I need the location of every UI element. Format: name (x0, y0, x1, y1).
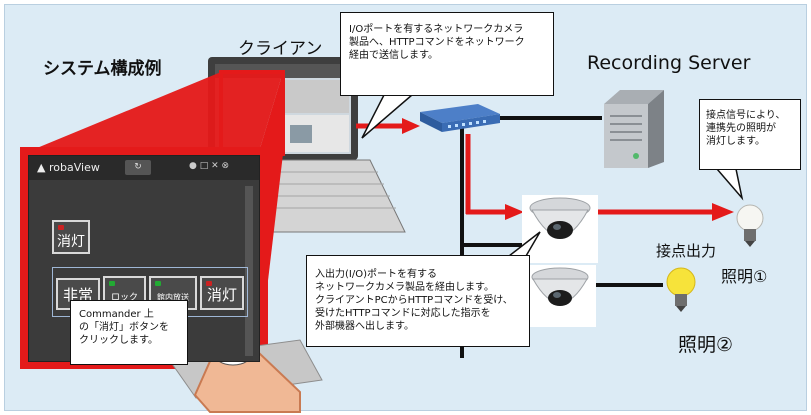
refresh-icon[interactable]: ↻ (125, 160, 151, 175)
network-camera-icon (522, 195, 598, 263)
callout-line: 製品へ、HTTPコマンドをネットワーク (349, 37, 525, 48)
callout-line: 外部機器へ出します。 (315, 321, 414, 332)
callout-line: ネットワークカメラ製品を経由します。 (315, 282, 494, 293)
status-led-icon (206, 281, 212, 286)
router-icon (420, 104, 500, 132)
status-led-icon (155, 281, 161, 286)
callout-line: 接点信号により、 (706, 110, 786, 121)
app-logo-icon: ▲ (37, 161, 46, 174)
bank-button-label: 消灯 (206, 286, 237, 304)
client-label: クライアン (238, 39, 323, 59)
callout-line: I/Oポートを有するネットワークカメラ (349, 24, 524, 35)
roba-view-window: ▲ robaView ↻ ● □ ✕ ⊗ (28, 155, 260, 362)
off-button[interactable]: 消灯 (52, 220, 90, 254)
command-arrows (356, 118, 734, 221)
callout-left: Commander 上 の「消灯」ボタンを クリックします。 (70, 300, 188, 365)
callout-line: 経由で送信します。 (349, 50, 438, 61)
contact-output-label: 接点出力 (656, 242, 717, 260)
light2-label: 照明② (678, 334, 734, 356)
callout-line: クリックします。 (79, 335, 158, 346)
app-titlebar: ▲ robaView ↻ ● □ ✕ ⊗ (29, 156, 259, 180)
callout-line: クライアントPCからHTTPコマンドを受け、 (315, 295, 513, 306)
callout-line: 消灯します。 (706, 136, 765, 147)
bank-button-label: ロック (110, 293, 138, 303)
network-camera-2-icon (524, 265, 596, 327)
callout-right: 接点信号により、 連携先の照明が 消灯します。 (699, 99, 801, 170)
server-icon (604, 90, 664, 168)
callout-line: 入出力(I/O)ポートを有する (315, 269, 437, 280)
off-button-label: 消灯 (57, 234, 85, 250)
app-logo: robaView (49, 161, 100, 174)
bank-button-label: 非常 (62, 286, 93, 304)
page-title: システム構成例 (43, 59, 162, 79)
callout-right-tail (715, 168, 744, 201)
zoom-wedge (20, 72, 283, 155)
callout-line: の「消灯」ボタンを (79, 322, 169, 333)
light1-label: 照明① (721, 267, 768, 286)
callout-line: 受けたHTTPコマンドに対応した指示を (315, 308, 491, 319)
callout-middle: 入出力(I/O)ポートを有する ネットワークカメラ製品を経由します。 クライアン… (306, 255, 530, 347)
status-led-icon (109, 281, 115, 286)
server-label: Recording Server (587, 52, 751, 74)
app-scrollbar[interactable] (245, 186, 253, 356)
window-controls-icon[interactable]: ● □ ✕ ⊗ (189, 161, 230, 171)
status-led-icon (58, 225, 64, 230)
callout-line: 連携先の照明が (706, 123, 776, 134)
light-bulb-on-icon (666, 267, 696, 312)
bank-button-off[interactable]: 消灯 (200, 276, 244, 310)
bank-button-label: 館内放送 (157, 293, 189, 302)
light-bulb-off-icon (736, 204, 764, 247)
callout-top: I/Oポートを有するネットワークカメラ 製品へ、HTTPコマンドをネットワーク … (340, 12, 554, 96)
callout-line: Commander 上 (79, 309, 154, 320)
